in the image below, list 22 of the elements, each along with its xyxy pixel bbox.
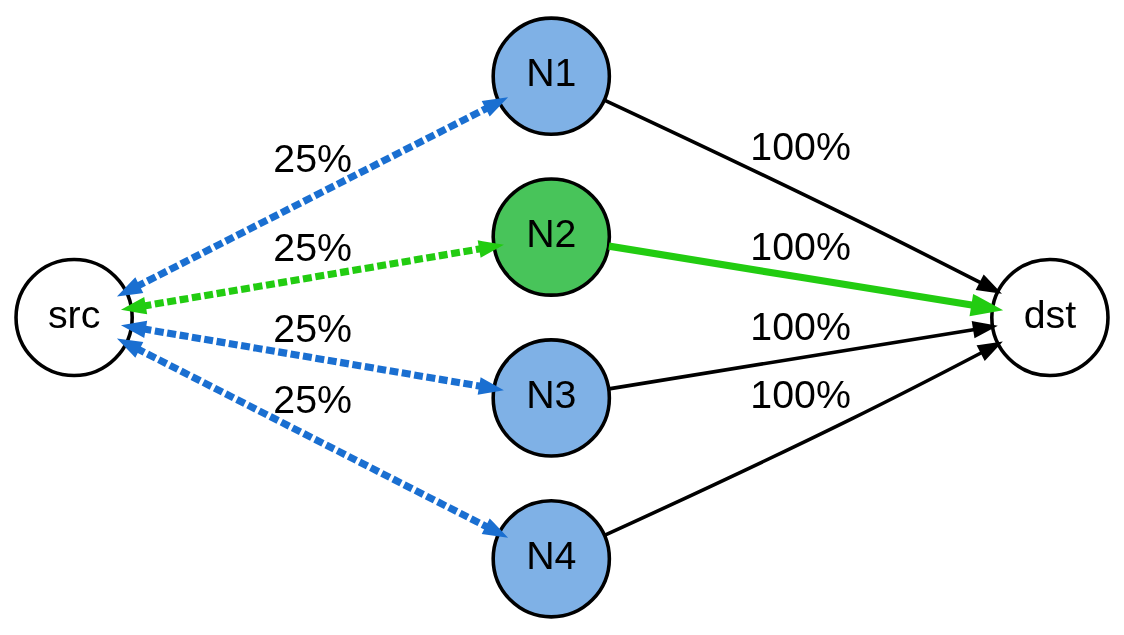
arrow [608, 321, 998, 391]
edge-label: 100% [750, 123, 851, 168]
node-circle: src [14, 257, 134, 378]
node-circle: N1 [491, 16, 612, 137]
edge-label: 25% [273, 225, 353, 270]
node-circle: N4 [491, 498, 612, 619]
edge-label: 25% [273, 136, 353, 181]
arrow [604, 341, 1003, 537]
arrow [116, 338, 509, 538]
edge-label: 100% [750, 371, 851, 416]
edge-label: 25% [273, 305, 353, 350]
node-circle: dst [990, 257, 1110, 378]
arrow [120, 320, 504, 395]
arrow [603, 98, 1002, 294]
node-circle: N2 [491, 177, 612, 297]
edge-label: 100% [750, 223, 851, 268]
arrow [116, 97, 509, 297]
arrow [120, 240, 504, 315]
edge-label: 100% [750, 304, 851, 349]
node-circle: N3 [491, 338, 612, 458]
arrow [608, 242, 1004, 317]
edge-label: 25% [273, 377, 353, 422]
